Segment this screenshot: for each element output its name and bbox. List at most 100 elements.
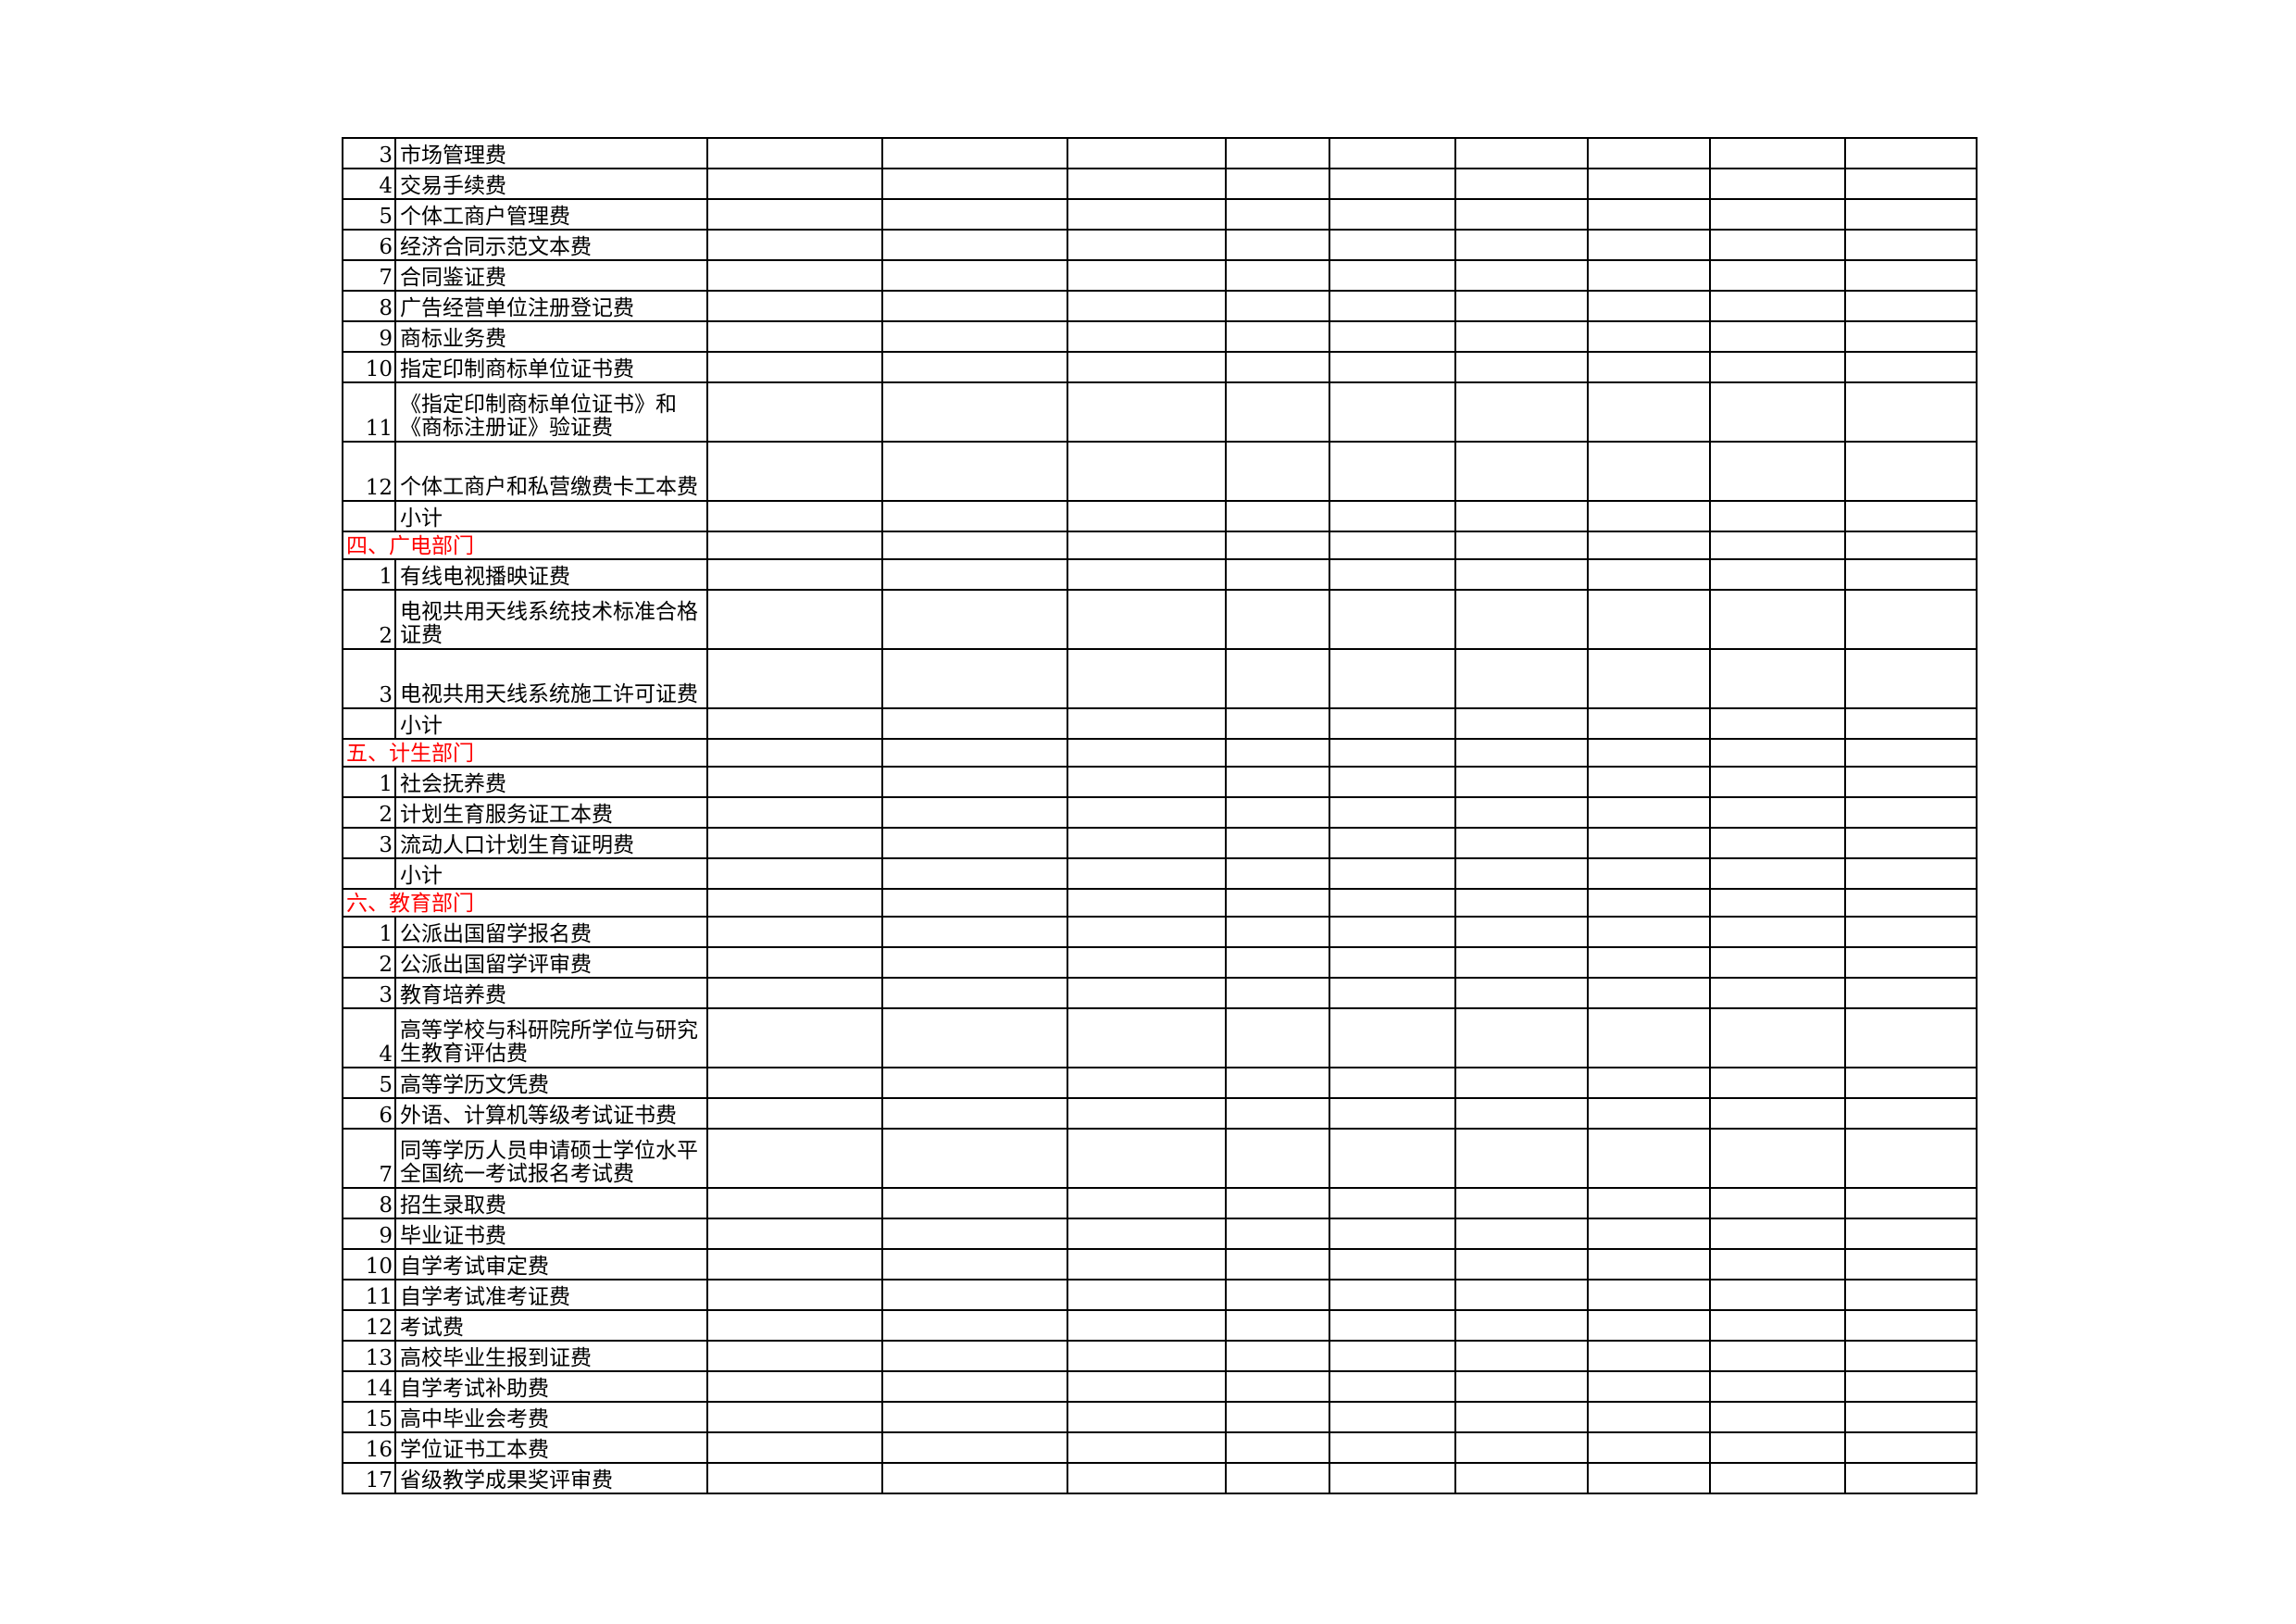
empty-value-cell	[1709, 441, 1846, 502]
section-header-row: 四、广电部门	[342, 531, 1978, 560]
empty-value-cell	[1844, 320, 1978, 353]
empty-value-cell	[1454, 1248, 1589, 1280]
empty-value-cell	[1329, 1370, 1456, 1403]
empty-value-cell	[1067, 1248, 1227, 1280]
row-number-cell: 4	[342, 168, 396, 200]
empty-value-cell	[1454, 1279, 1589, 1311]
empty-value-cell	[1709, 1431, 1846, 1464]
row-number-cell: 17	[342, 1462, 396, 1494]
empty-value-cell	[1844, 977, 1978, 1009]
empty-value-cell	[1067, 946, 1227, 979]
empty-value-cell	[1067, 857, 1227, 890]
empty-value-cell	[1844, 441, 1978, 502]
empty-value-cell	[1709, 1218, 1846, 1250]
section-header-row: 六、教育部门	[342, 888, 1978, 918]
empty-value-cell	[1067, 1279, 1227, 1311]
empty-value-cell	[881, 766, 1068, 798]
empty-value-cell	[1454, 977, 1589, 1009]
row-number-cell: 5	[342, 198, 396, 231]
fee-name-cell: 合同鉴证费	[394, 259, 708, 292]
empty-value-cell	[881, 796, 1068, 829]
empty-value-cell	[1067, 259, 1227, 292]
fee-name-cell: 教育培养费	[394, 977, 708, 1009]
empty-value-cell	[1454, 1007, 1589, 1068]
empty-value-cell	[706, 1007, 883, 1068]
empty-value-cell	[1709, 648, 1846, 709]
empty-value-cell	[881, 198, 1068, 231]
fee-name-cell: 公派出国留学报名费	[394, 916, 708, 948]
empty-value-cell	[706, 290, 883, 322]
empty-value-cell	[881, 1007, 1068, 1068]
empty-value-cell	[1709, 1187, 1846, 1219]
empty-value-cell	[1844, 381, 1978, 443]
empty-value-cell	[1225, 1218, 1330, 1250]
empty-value-cell	[1329, 857, 1456, 890]
empty-value-cell	[1067, 441, 1227, 502]
empty-value-cell	[881, 168, 1068, 200]
empty-value-cell	[1587, 738, 1711, 768]
empty-value-cell	[1454, 168, 1589, 200]
empty-value-cell	[881, 1128, 1068, 1189]
empty-value-cell	[1225, 1248, 1330, 1280]
empty-value-cell	[1329, 198, 1456, 231]
row-number-cell: 8	[342, 290, 396, 322]
row-number-cell: 3	[342, 648, 396, 709]
empty-value-cell	[881, 648, 1068, 709]
empty-value-cell	[1587, 531, 1711, 560]
empty-value-cell	[1844, 168, 1978, 200]
empty-value-cell	[1329, 1279, 1456, 1311]
empty-value-cell	[1587, 441, 1711, 502]
empty-value-cell	[1329, 916, 1456, 948]
empty-value-cell	[881, 888, 1068, 918]
empty-value-cell	[1587, 1370, 1711, 1403]
empty-value-cell	[1067, 766, 1227, 798]
empty-value-cell	[1329, 766, 1456, 798]
empty-value-cell	[1587, 198, 1711, 231]
empty-value-cell	[1329, 1462, 1456, 1494]
fee-name-cell: 个体工商户管理费	[394, 198, 708, 231]
empty-value-cell	[1587, 766, 1711, 798]
row-number-cell: 3	[342, 977, 396, 1009]
fee-name-cell: 高等学历文凭费	[394, 1067, 708, 1099]
row-number-cell: 15	[342, 1401, 396, 1433]
empty-value-cell	[1225, 796, 1330, 829]
empty-value-cell	[706, 259, 883, 292]
empty-value-cell	[1454, 441, 1589, 502]
empty-value-cell	[706, 1370, 883, 1403]
empty-value-cell	[1587, 977, 1711, 1009]
subtotal-label-cell: 小计	[394, 500, 708, 532]
empty-value-cell	[1067, 1007, 1227, 1068]
empty-value-cell	[1329, 1218, 1456, 1250]
empty-value-cell	[1709, 1309, 1846, 1342]
empty-value-cell	[1709, 738, 1846, 768]
empty-value-cell	[1587, 1431, 1711, 1464]
empty-value-cell	[706, 1248, 883, 1280]
empty-value-cell	[1329, 977, 1456, 1009]
empty-value-cell	[1454, 766, 1589, 798]
empty-value-cell	[1587, 1279, 1711, 1311]
empty-value-cell	[1067, 1128, 1227, 1189]
empty-value-cell	[1329, 558, 1456, 591]
empty-value-cell	[881, 1248, 1068, 1280]
row-number-cell: 6	[342, 229, 396, 261]
empty-value-cell	[1709, 916, 1846, 948]
empty-value-cell	[1844, 259, 1978, 292]
empty-value-cell	[706, 320, 883, 353]
empty-value-cell	[1454, 290, 1589, 322]
empty-value-cell	[706, 531, 883, 560]
empty-value-cell	[881, 558, 1068, 591]
fee-name-cell: 同等学历人员申请硕士学位水平全国统一考试报名考试费	[394, 1128, 708, 1189]
empty-value-cell	[1844, 1279, 1978, 1311]
empty-value-cell	[1844, 916, 1978, 948]
fee-name-cell: 电视共用天线系统技术标准合格证费	[394, 589, 708, 650]
empty-value-cell	[1844, 1462, 1978, 1494]
row-number-cell	[342, 500, 396, 532]
